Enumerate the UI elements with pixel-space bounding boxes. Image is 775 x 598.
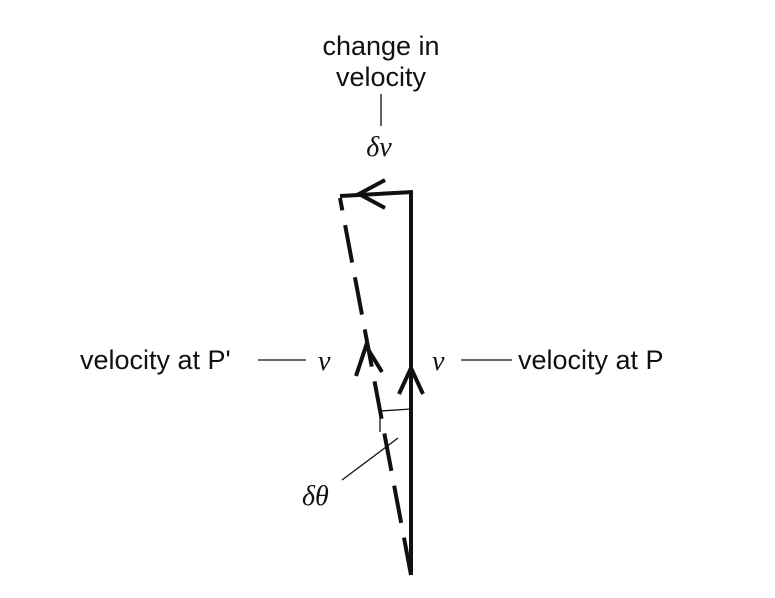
angle-arc-marker [379,408,412,432]
delta-theta-symbol: δθ [302,481,329,512]
change-in-velocity-label-line2: velocity [336,62,427,92]
velocity-vector-p-prime [338,197,413,576]
change-in-velocity-vector [339,190,414,198]
velocity-at-p-label: velocity at P [518,345,664,375]
change-in-velocity-arrowhead [354,178,386,210]
velocity-p-prime-arrowhead [354,341,384,377]
velocity-at-p-prime-label: velocity at P' [80,345,231,375]
v-symbol-right: v [432,346,445,377]
change-in-velocity-label-line1: change in [322,31,439,61]
delta-theta-leader-line [341,437,399,481]
v-symbol-left: v [318,346,331,377]
delta-v-symbol: δv [366,132,392,163]
velocity-p-arrowhead [397,363,425,395]
